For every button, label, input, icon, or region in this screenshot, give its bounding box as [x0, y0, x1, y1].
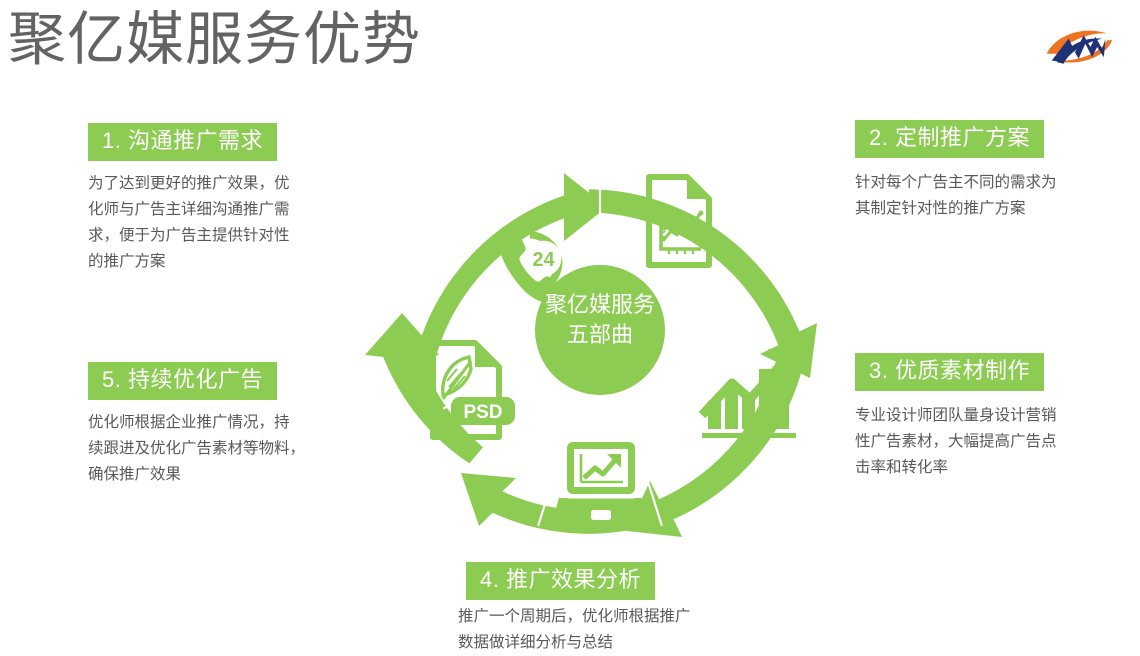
- page-title: 聚亿媒服务优势: [8, 7, 422, 72]
- service-cycle-diagram: 24: [355, 85, 845, 585]
- step-block-4: 4. 推广效果分析 推广一个周期后，优化师根据推广 数据做详细分析与总结: [458, 562, 788, 656]
- document-chart-icon: [646, 174, 712, 268]
- juyimei-m-logo: [1046, 30, 1113, 64]
- step-body-1: 为了达到更好的推广效果，优 化师与广告主详细沟通推广需 求，便于为广告主提供针对…: [88, 175, 290, 270]
- center-circle: [535, 265, 665, 395]
- step-label-4: 4. 推广效果分析: [466, 562, 655, 600]
- step-block-5: 5. 持续优化广告 优化师根据企业推广情况，持 续跟进及优化广告素材等物料， 确…: [88, 362, 363, 488]
- step-body-5: 优化师根据企业推广情况，持 续跟进及优化广告素材等物料， 确保推广效果: [88, 414, 306, 483]
- phone-24-support-icon: 24: [499, 230, 564, 304]
- step-block-2: 2. 定制推广方案 针对每个广告主不同的需求为 其制定针对性的推广方案: [855, 120, 1130, 222]
- icon-badge-psd: PSD: [463, 402, 502, 423]
- step-label-5: 5. 持续优化广告: [88, 362, 277, 400]
- step-body-3: 专业设计师团队量身设计营销 性广告素材，大幅提高广告点 击率和转化率: [855, 407, 1057, 476]
- step-body-2: 针对每个广告主不同的需求为 其制定针对性的推广方案: [855, 174, 1057, 217]
- step-label-2: 2. 定制推广方案: [855, 120, 1044, 158]
- step-block-1: 1. 沟通推广需求 为了达到更好的推广效果，优 化师与广告主详细沟通推广需 求，…: [88, 123, 358, 275]
- step-block-3: 3. 优质素材制作 专业设计师团队量身设计营销 性广告素材，大幅提高广告点 击率…: [855, 353, 1135, 481]
- laptop-chart-icon: [551, 442, 651, 526]
- step-label-1: 1. 沟通推广需求: [88, 123, 277, 161]
- feather-glyph: [441, 354, 473, 400]
- cycle-ring-segments: [365, 173, 817, 537]
- bar-chart-growth-icon: [698, 349, 796, 438]
- ring-arrow-segment-5: [365, 313, 483, 464]
- psd-file-feather-icon: PSD: [430, 340, 515, 440]
- icon-badge-24: 24: [532, 249, 554, 271]
- step-body-4: 推广一个周期后，优化师根据推广 数据做详细分析与总结: [458, 608, 691, 651]
- step-label-3: 3. 优质素材制作: [855, 353, 1044, 391]
